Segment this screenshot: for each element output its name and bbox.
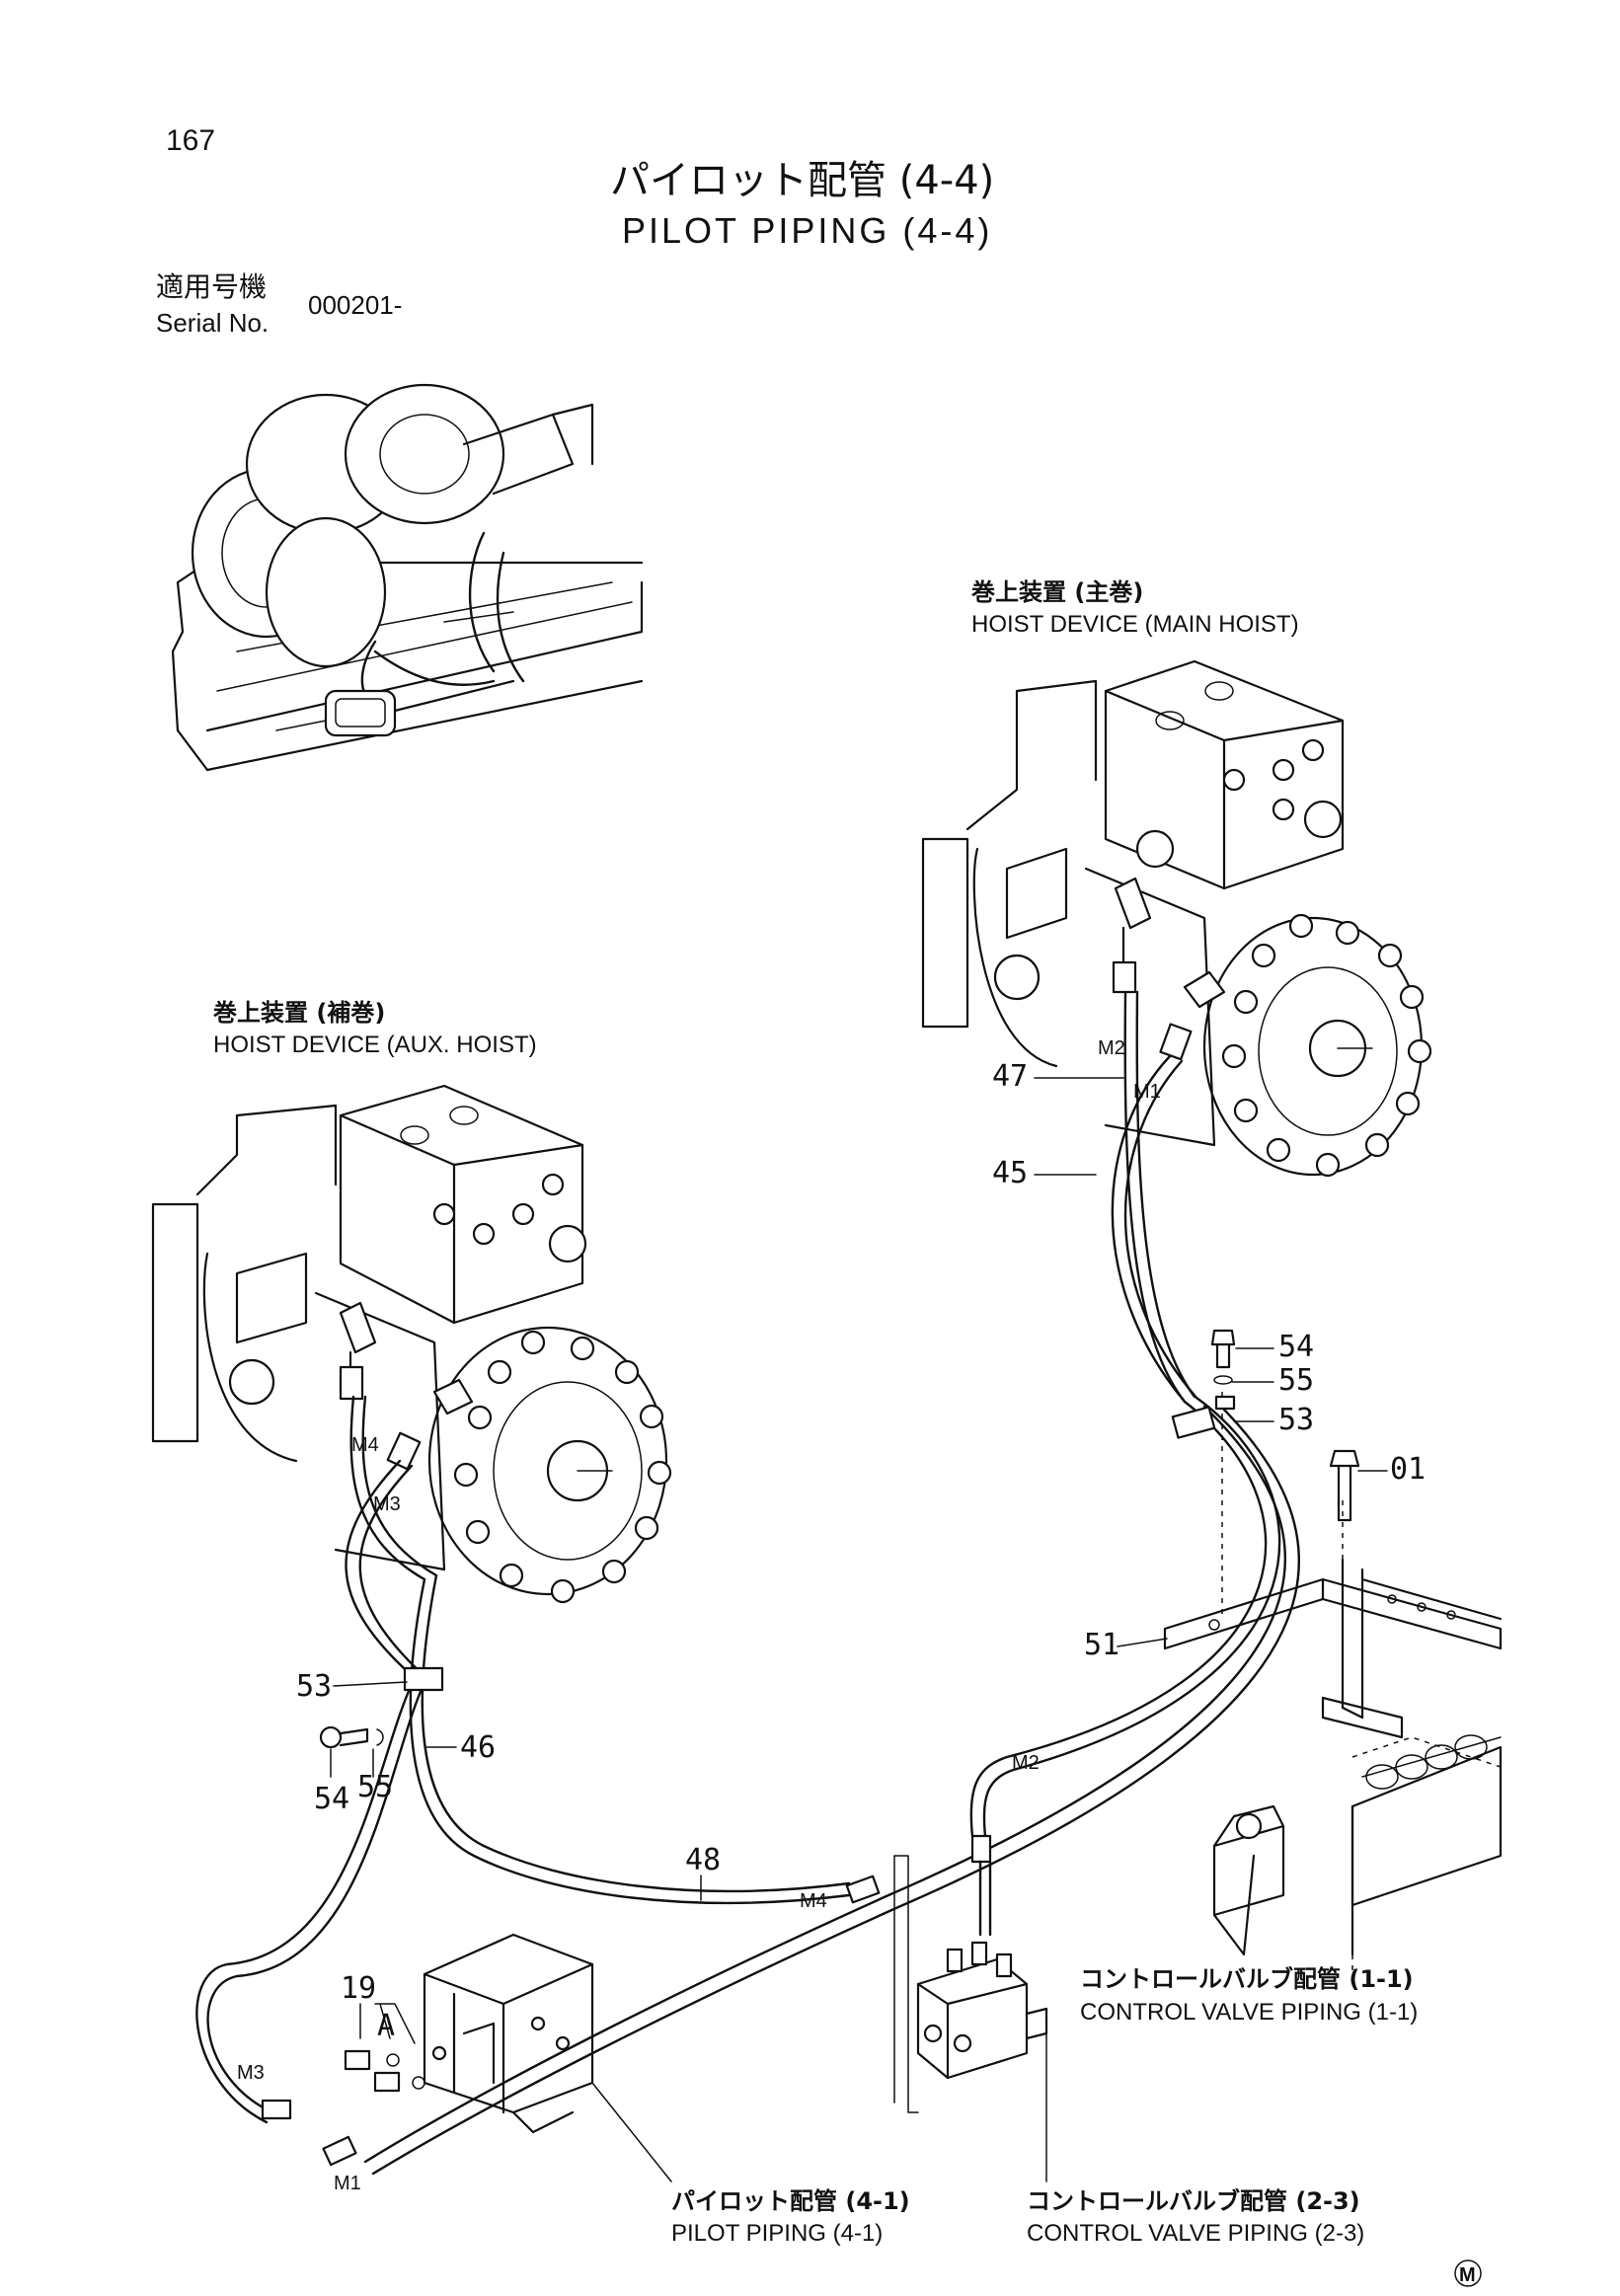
pilot-valve-block xyxy=(261,1933,594,2167)
port-label-m1-main: M1 xyxy=(1133,1081,1161,1103)
port-label-m3-aux: M3 xyxy=(373,1493,401,1515)
port-label-m1-valve: M1 xyxy=(334,2173,361,2194)
hose-45 xyxy=(1111,1054,1187,1404)
port-label-m3-valve: M3 xyxy=(237,2062,265,2084)
hoses xyxy=(195,990,1300,2176)
section-captions: 巻上装置 (主巻) HOIST DEVICE (MAIN HOIST) 巻上装置… xyxy=(213,578,1418,2247)
serial-label-jp: 適用号機 xyxy=(156,270,267,303)
part-label-54-main: 54 xyxy=(1278,1330,1314,1364)
port-label-m2-cv: M2 xyxy=(1012,1752,1040,1774)
port-label-m4-line: M4 xyxy=(800,1890,827,1912)
part-label-01: 01 xyxy=(1390,1452,1426,1487)
port-labels: M2 M1 M4 M3 M2 M4 M3 M1 xyxy=(237,1037,1161,2194)
control-valve-small xyxy=(893,1855,1048,2113)
corner-mark-letter: M xyxy=(1459,2264,1476,2286)
ref-pp-4-1-en: PILOT PIPING (4-1) xyxy=(671,2220,883,2247)
ref-cv-2-3-en: CONTROL VALVE PIPING (2-3) xyxy=(1027,2220,1364,2247)
main-hoist-device xyxy=(921,659,1432,1178)
port-label-m2-main: M2 xyxy=(1098,1037,1125,1059)
aux-hoist-caption-jp: 巻上装置 (補巻) xyxy=(213,999,385,1027)
corner-mark: M xyxy=(1454,2259,1482,2287)
engine-block xyxy=(1351,1736,1502,1984)
part-label-45: 45 xyxy=(992,1156,1028,1190)
ref-cv-1-1-jp: コントロールバルブ配管 (1-1) xyxy=(1080,1965,1414,1993)
main-hoist-caption-en: HOIST DEVICE (MAIN HOIST) xyxy=(971,611,1299,638)
port-label-m4-aux: M4 xyxy=(351,1434,379,1456)
part-label-47: 47 xyxy=(992,1059,1028,1094)
aux-hoist-caption-en: HOIST DEVICE (AUX. HOIST) xyxy=(213,1032,537,1058)
part-label-48: 48 xyxy=(685,1843,721,1877)
hose-46 xyxy=(195,1459,417,2124)
part-label-53-aux: 53 xyxy=(296,1669,332,1704)
serial-label-en: Serial No. xyxy=(156,308,269,338)
ref-pp-4-1-jp: パイロット配管 (4-1) xyxy=(671,2187,910,2215)
aux-hoist-device xyxy=(151,1084,672,1604)
control-valve-block xyxy=(1212,1734,1503,1956)
leader-lines xyxy=(330,1077,1388,2182)
serial-value: 000201- xyxy=(308,290,402,320)
bracket-assembly xyxy=(319,1329,1503,1749)
main-hoist-caption-jp: 巻上装置 (主巻) xyxy=(971,578,1143,606)
part-number-labels: 47 45 54 55 53 01 51 53 46 54 55 48 19 A xyxy=(296,1059,1426,2043)
part-label-54-aux: 54 xyxy=(314,1782,349,1816)
part-label-46: 46 xyxy=(460,1730,496,1765)
part-label-a: A xyxy=(377,2009,395,2043)
page-number: 167 xyxy=(166,124,215,157)
inset-overview-drawing xyxy=(171,383,644,772)
part-label-55-main: 55 xyxy=(1278,1363,1314,1398)
hose-48 xyxy=(349,1395,851,1905)
part-label-53-main: 53 xyxy=(1278,1403,1314,1437)
hose-47 xyxy=(1123,990,1187,1404)
ref-cv-1-1-en: CONTROL VALVE PIPING (1-1) xyxy=(1080,1999,1418,2026)
title-jp: パイロット配管 (4-4) xyxy=(610,158,994,203)
part-label-51: 51 xyxy=(1084,1628,1119,1662)
part-label-55-aux: 55 xyxy=(357,1770,393,1804)
ref-cv-2-3-jp: コントロールバルブ配管 (2-3) xyxy=(1027,2187,1360,2215)
title-en: PILOT PIPING (4-4) xyxy=(622,210,992,251)
part-label-19: 19 xyxy=(341,1971,376,2006)
